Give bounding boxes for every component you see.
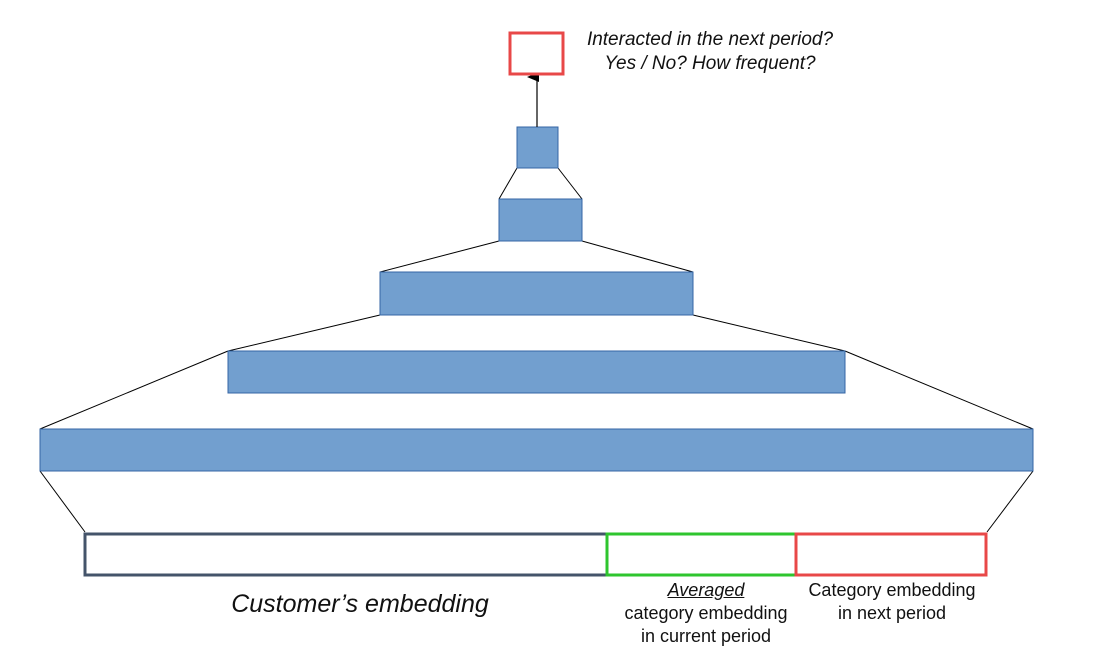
output-question-line1: Interacted in the next period? bbox=[586, 29, 834, 50]
next-category-embedding-box bbox=[794, 532, 988, 577]
hidden-layer-1 bbox=[39, 428, 1034, 472]
averaged-word: Averaged bbox=[667, 580, 745, 600]
hidden-layer-5 bbox=[516, 126, 559, 169]
averaged-label-line2: category embedding bbox=[624, 603, 788, 623]
averaged-category-embedding-box bbox=[605, 532, 798, 577]
next-category-embedding-label: Category embedding in next period bbox=[787, 579, 997, 625]
next-label-line2: in next period bbox=[837, 603, 947, 623]
customer-embedding-box bbox=[83, 532, 609, 577]
output-question-line2: Yes / No? How frequent? bbox=[604, 53, 816, 74]
connector-lines bbox=[39, 167, 1034, 533]
hidden-layer-4 bbox=[498, 198, 583, 242]
output-question-label: Interacted in the next period? Yes / No?… bbox=[560, 28, 860, 76]
hidden-layer-3 bbox=[379, 271, 694, 316]
next-label-line1: Category embedding bbox=[808, 580, 976, 600]
averaged-label-line3: in current period bbox=[640, 626, 772, 646]
hidden-layer-2 bbox=[227, 350, 846, 394]
output-box bbox=[508, 31, 565, 76]
customer-embedding-label: Customer’s embedding bbox=[231, 590, 489, 618]
averaged-category-embedding-label: Averaged category embedding in current p… bbox=[596, 579, 816, 648]
